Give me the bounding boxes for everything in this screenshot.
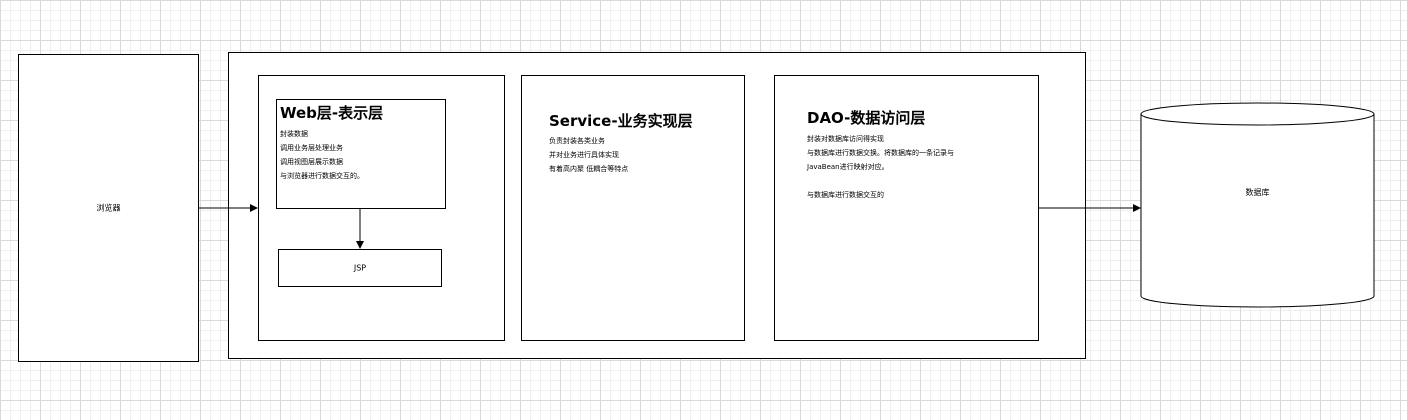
web-layer-description: 封装数据 调用业务层处理业务 调用视图层展示数据 与浏览器进行数据交互的。 bbox=[280, 127, 364, 183]
description-line: 封装数据 bbox=[280, 130, 308, 138]
description-line: 与数据库进行数据交换。将数据库的一条记录与 bbox=[807, 149, 954, 157]
jsp-label: JSP bbox=[353, 263, 367, 273]
browser-box: 浏览器 bbox=[18, 54, 199, 362]
description-line: 负责封装各类业务 bbox=[549, 137, 605, 145]
description-line: 与浏览器进行数据交互的。 bbox=[280, 172, 364, 180]
dao-layer-title: DAO-数据访问层 bbox=[807, 109, 926, 127]
description-line: 有着高内聚 低耦合等特点 bbox=[549, 165, 629, 173]
description-line: 调用视图层展示数据 bbox=[280, 158, 343, 166]
service-layer-panel: Service-业务实现层 负责封装各类业务 并对业务进行具体实现 有着高内聚 … bbox=[521, 75, 745, 341]
jsp-box: JSP bbox=[278, 249, 442, 287]
web-layer-box: Web层-表示层 封装数据 调用业务层处理业务 调用视图层展示数据 与浏览器进行… bbox=[276, 99, 446, 209]
description-line: 调用业务层处理业务 bbox=[280, 144, 343, 152]
dao-layer-description: 封装对数据库访问得实现 与数据库进行数据交换。将数据库的一条记录与 JavaBe… bbox=[807, 132, 954, 202]
service-layer-title: Service-业务实现层 bbox=[549, 112, 693, 130]
dao-layer-panel: DAO-数据访问层 封装对数据库访问得实现 与数据库进行数据交换。将数据库的一条… bbox=[774, 75, 1039, 341]
web-layer-title: Web层-表示层 bbox=[280, 104, 384, 122]
description-line: 与数据库进行数据交互的 bbox=[807, 191, 884, 199]
description-line: JavaBean进行映射对应。 bbox=[807, 163, 889, 171]
description-line: 并对业务进行具体实现 bbox=[549, 151, 619, 159]
service-layer-description: 负责封装各类业务 并对业务进行具体实现 有着高内聚 低耦合等特点 bbox=[549, 134, 628, 176]
description-line: 封装对数据库访问得实现 bbox=[807, 135, 884, 143]
browser-label: 浏览器 bbox=[96, 203, 121, 213]
database-label: 数据库 bbox=[1245, 188, 1270, 197]
database-cylinder bbox=[1140, 102, 1375, 308]
description-line bbox=[807, 174, 954, 188]
